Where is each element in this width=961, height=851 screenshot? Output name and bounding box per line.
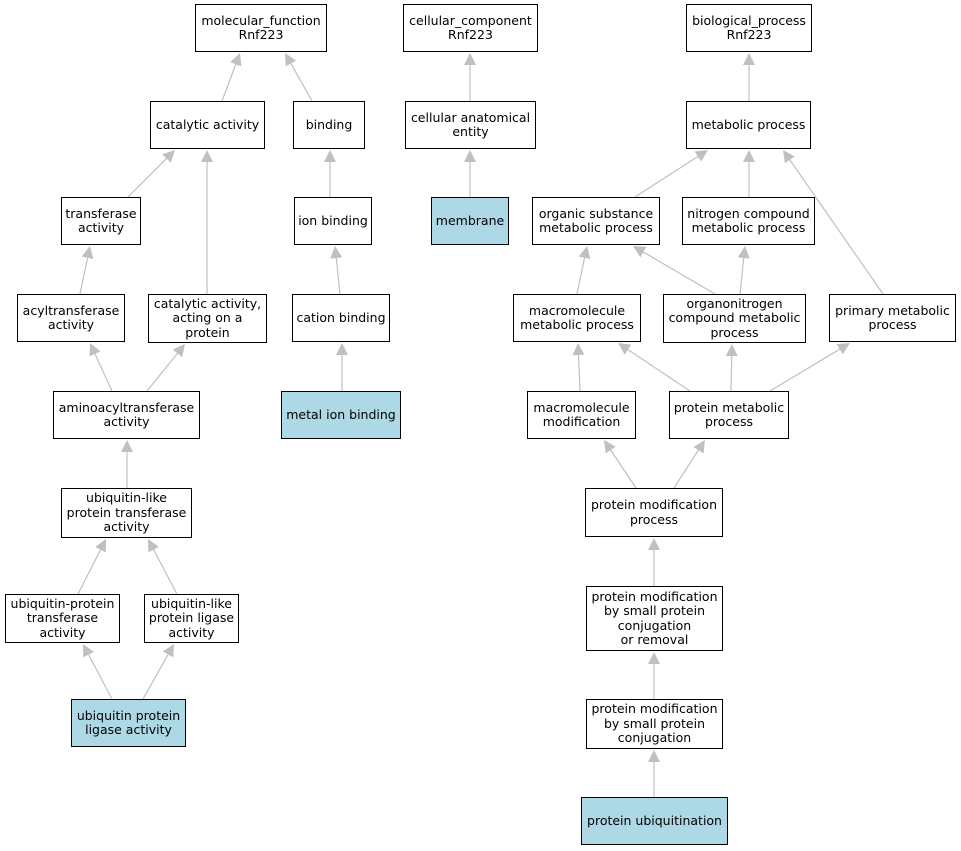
edge-amino-to-acyl — [94, 353, 113, 392]
node-protein-modification-process[interactable]: protein modification process — [585, 488, 723, 537]
edge-acyl-to-trans — [79, 257, 89, 295]
node-protein-modification-by-small-protein-conjugation[interactable]: protein modification by small protein co… — [586, 699, 723, 749]
edge-pmod-to-macmod — [610, 449, 637, 489]
node-cellular-anatomical-entity[interactable]: cellular anatomical entity — [405, 101, 536, 149]
edge-pmp-to-metab — [789, 159, 884, 295]
node-cellular-component[interactable]: cellular_component Rnf223 — [403, 4, 538, 52]
arrowhead-catprot-to-cat — [201, 150, 213, 162]
edge-protmp-to-pmp — [769, 348, 841, 392]
edge-macmp-to-osmp — [576, 257, 586, 295]
node-primary-metabolic-process[interactable]: primary metabolic process — [829, 294, 956, 342]
node-binding[interactable]: binding — [293, 101, 365, 149]
arrowhead-ncmp-to-metab — [743, 150, 755, 162]
edge-pmod-to-protmp — [673, 449, 699, 489]
arrowhead-ubpt-to-ublt — [95, 539, 106, 553]
edge-cat-to-mf — [221, 64, 237, 102]
node-nitrogen-compound-metabolic-process[interactable]: nitrogen compound metabolic process — [682, 197, 815, 245]
node-ubiquitin-like-protein-ligase-activity[interactable]: ubiquitin-like protein ligase activity — [144, 594, 239, 643]
node-ion-binding[interactable]: ion binding — [294, 197, 372, 245]
node-metabolic-process[interactable]: metabolic process — [686, 101, 811, 149]
arrowhead-osmp-to-metab — [694, 150, 708, 162]
edge-trans-to-cat — [127, 158, 167, 198]
arrowhead-protmp-to-macmp — [618, 343, 632, 355]
node-catalytic-activity[interactable]: catalytic activity — [150, 101, 265, 149]
node-protein-modification-by-small-protein-conjugation-or-removal[interactable]: protein modification by small protein co… — [586, 586, 723, 651]
arrowhead-metalb-to-cationb — [336, 343, 348, 355]
arrowhead-protmp-to-pmp — [836, 343, 850, 355]
arrowhead-macmp-to-osmp — [578, 246, 591, 259]
arrowhead-cationb-to-ionb — [330, 246, 343, 259]
arrowhead-trans-to-cat — [162, 150, 175, 163]
arrowhead-ocmp-to-ncmp — [737, 246, 750, 259]
edge-cationb-to-ionb — [335, 257, 341, 295]
arrowhead-pmod-to-protmp — [693, 440, 705, 454]
arrowhead-amino-to-acyl — [89, 343, 101, 357]
arrowhead-ubpl-to-ubpt — [83, 644, 94, 658]
node-protein-ubiquitination[interactable]: protein ubiquitination — [581, 797, 728, 845]
arrowhead-amino-to-catprot — [172, 344, 185, 358]
arrowhead-mem-to-cae — [464, 150, 476, 162]
node-metal-ion-binding[interactable]: metal ion binding — [281, 391, 401, 439]
arrowhead-metab-to-bp — [743, 53, 755, 65]
edge-bind-to-mf — [290, 63, 313, 102]
edge-amino-to-catprot — [146, 352, 178, 392]
arrowhead-pmp-to-metab — [783, 150, 795, 164]
edge-macmod-to-macmp — [577, 354, 581, 392]
node-organic-substance-metabolic-process[interactable]: organic substance metabolic process — [532, 197, 660, 245]
arrowhead-ublig-to-ublt — [148, 539, 159, 553]
arrowhead-bind-to-mf — [285, 53, 297, 67]
edge-ubpl-to-ublig — [142, 654, 169, 700]
node-protein-metabolic-process[interactable]: protein metabolic process — [669, 391, 789, 439]
node-ubiquitin-like-protein-transferase-activity[interactable]: ubiquitin-like protein transferase activ… — [61, 488, 192, 538]
edge-ocmp-to-osmp — [643, 251, 716, 295]
node-membrane[interactable]: membrane — [431, 197, 509, 245]
node-ubiquitin-protein-transferase-activity[interactable]: ubiquitin-protein transferase activity — [5, 594, 120, 643]
node-biological-process[interactable]: biological_process Rnf223 — [686, 4, 812, 52]
arrowhead-macmod-to-macmp — [572, 343, 585, 356]
arrowhead-acyl-to-trans — [81, 246, 94, 259]
edge-osmp-to-metab — [634, 155, 699, 198]
arrowhead-pmodspc-to-pmodsp — [648, 652, 660, 664]
arrowhead-protmp-to-ocmp — [725, 344, 738, 357]
node-acyltransferase-activity[interactable]: acyltransferase activity — [17, 294, 125, 342]
edge-protmp-to-macmp — [627, 349, 691, 392]
node-macromolecule-metabolic-process[interactable]: macromolecule metabolic process — [513, 294, 641, 342]
arrowhead-ubpl-to-ublig — [162, 644, 174, 658]
arrowhead-ublt-to-amino — [121, 440, 133, 452]
arrowhead-ocmp-to-osmp — [633, 246, 647, 258]
edge-ubpt-to-ublt — [77, 549, 102, 595]
edge-ublig-to-ublt — [153, 549, 178, 595]
arrowhead-ionb-to-bind — [324, 150, 336, 162]
node-aminoacyltransferase-activity[interactable]: aminoacyltransferase activity — [53, 391, 200, 439]
node-molecular-function[interactable]: molecular_function Rnf223 — [195, 4, 327, 52]
arrowhead-cae-to-cc — [464, 53, 476, 65]
edge-ocmp-to-ncmp — [739, 257, 745, 295]
arrowhead-pmodsp-to-pmod — [648, 538, 660, 550]
arrowhead-pmod-to-macmod — [604, 440, 616, 454]
edge-protmp-to-ocmp — [730, 355, 733, 392]
arrowhead-cat-to-mf — [230, 53, 242, 67]
node-ubiquitin-protein-ligase-activity[interactable]: ubiquitin protein ligase activity — [71, 699, 186, 747]
edge-ubpl-to-ubpt — [88, 654, 113, 700]
node-transferase-activity[interactable]: transferase activity — [61, 197, 141, 245]
node-cation-binding[interactable]: cation binding — [292, 294, 390, 342]
node-macromolecule-modification[interactable]: macromolecule modification — [527, 391, 636, 439]
node-organonitrogen-compound-metabolic-process[interactable]: organonitrogen compound metabolic proces… — [663, 294, 806, 343]
arrowhead-pubq-to-pmodspc — [648, 750, 660, 762]
node-catalytic-activity-acting-on-protein[interactable]: catalytic activity, acting on a protein — [148, 294, 267, 343]
